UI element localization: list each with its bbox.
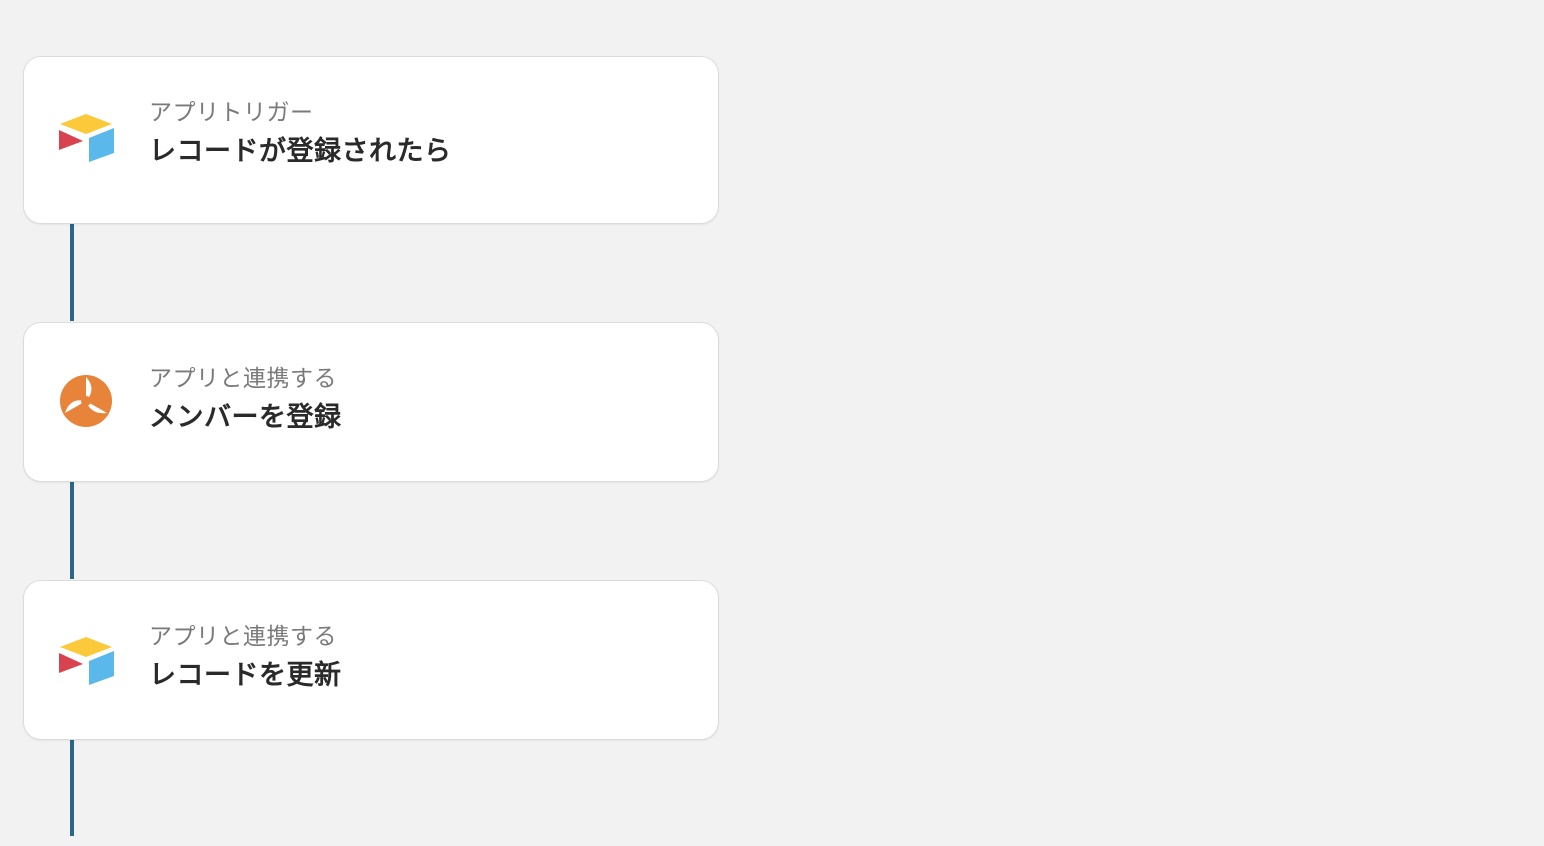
airtable-icon bbox=[57, 636, 115, 688]
flow-step-card[interactable]: アプリトリガー レコードが登録されたら bbox=[23, 56, 719, 224]
orange-swirl-app-icon bbox=[57, 375, 115, 427]
flow-connector bbox=[70, 740, 74, 836]
step-title: レコードを更新 bbox=[149, 660, 342, 691]
flow-step-card[interactable]: アプリと連携する メンバーを登録 bbox=[23, 322, 719, 482]
step-title: メンバーを登録 bbox=[149, 402, 342, 433]
airtable-icon bbox=[57, 113, 115, 165]
step-text: アプリトリガー レコードが登録されたら bbox=[149, 98, 452, 170]
step-text: アプリと連携する メンバーを登録 bbox=[149, 364, 342, 436]
flow-connector bbox=[70, 224, 74, 321]
flow-step-card[interactable]: アプリと連携する レコードを更新 bbox=[23, 580, 719, 740]
step-type-label: アプリと連携する bbox=[149, 366, 337, 392]
step-title: レコードが登録されたら bbox=[149, 136, 452, 167]
step-type-label: アプリと連携する bbox=[149, 624, 337, 650]
step-text: アプリと連携する レコードを更新 bbox=[149, 622, 342, 694]
step-type-label: アプリトリガー bbox=[149, 100, 314, 126]
flow-connector bbox=[70, 482, 74, 579]
